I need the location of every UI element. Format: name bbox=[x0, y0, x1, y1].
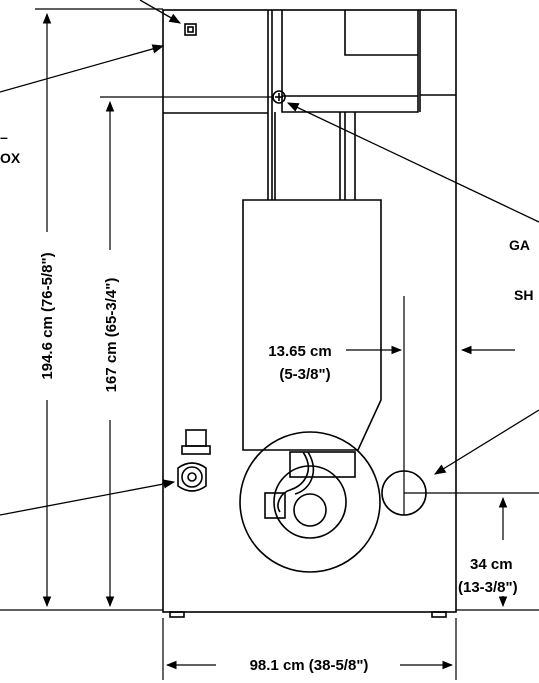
overall-height-label: 194.6 cm (76-5/8") bbox=[39, 252, 56, 379]
gas-callout-fragment: GA bbox=[509, 237, 530, 253]
drain-height-in-label: (13-3/8") bbox=[458, 579, 518, 596]
shutoff-callout-fragment: SH bbox=[514, 287, 533, 303]
dimension-labels: 194.6 cm (76-5/8") 167 cm (65-3/4") 13.6… bbox=[39, 252, 518, 674]
dimension-lines bbox=[0, 8, 539, 680]
box-callout-fragment-a: – bbox=[0, 129, 8, 145]
callout-fragments: – OX GA SH bbox=[0, 129, 533, 303]
inner-offset-cm-label: 13.65 cm bbox=[268, 343, 331, 360]
inner-offset-in-label: (5-3/8") bbox=[279, 366, 330, 383]
overall-width-label: 98.1 cm (38-5/8") bbox=[250, 657, 369, 674]
gas-inlet-height-label: 167 cm (65-3/4") bbox=[103, 278, 120, 393]
cabinet-outline bbox=[162, 9, 457, 618]
leader-arrows bbox=[0, 0, 539, 516]
box-callout-fragment-b: OX bbox=[0, 150, 21, 166]
drain-height-cm-label: 34 cm bbox=[470, 556, 513, 573]
